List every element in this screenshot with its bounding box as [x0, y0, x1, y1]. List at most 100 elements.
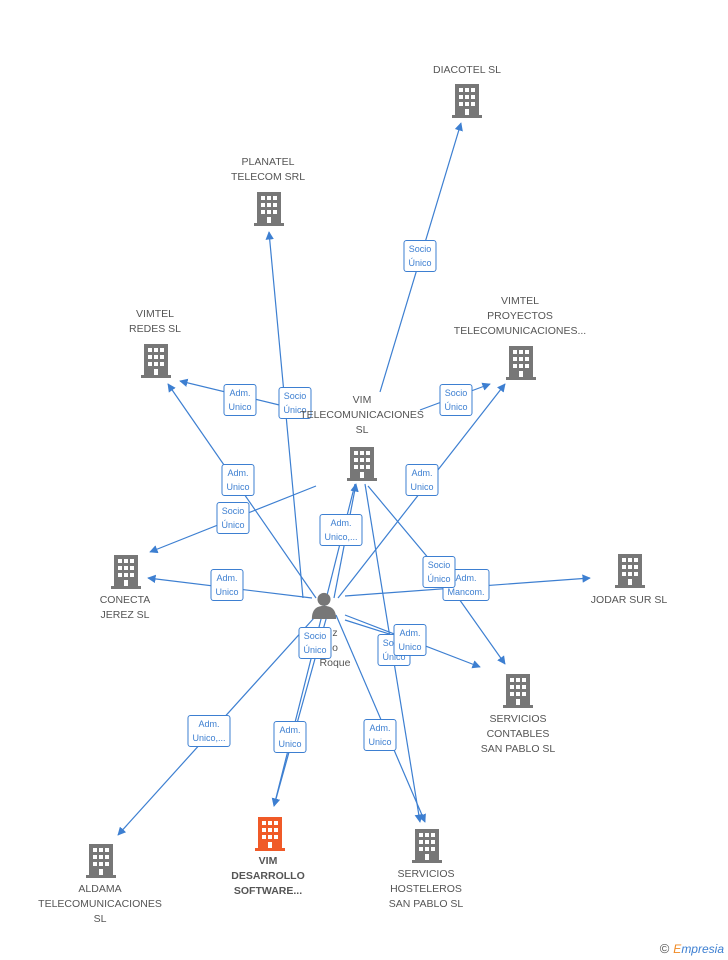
node-label-line: SAN PABLO SL: [480, 743, 556, 755]
node-label-line: VIMTEL: [136, 308, 174, 320]
relation-edge: [335, 614, 426, 823]
node-label-vimtel-proyectos[interactable]: VIMTEL PROYECTOS TELECOMUNICACIONES...: [454, 294, 586, 339]
relation-label[interactable]: Adm. Unico: [273, 721, 307, 753]
node-label-line: JODAR SUR SL: [590, 594, 668, 606]
relation-label[interactable]: Adm. Unico: [363, 719, 397, 751]
relation-label-line: Adm.: [216, 573, 238, 583]
node-label-vimtel-redes[interactable]: VIMTEL REDES SL: [129, 307, 181, 337]
relation-label-line: Adm.: [227, 468, 249, 478]
node-label-line: DESARROLLO: [231, 870, 305, 882]
building-icon[interactable]: [111, 555, 141, 589]
relation-label-line: Único: [283, 405, 307, 415]
building-icon[interactable]: [255, 817, 285, 851]
relation-label-line: Mancom.: [447, 587, 485, 597]
relation-label-line: Único: [427, 574, 451, 584]
node-label-line: VIMTEL: [501, 295, 539, 307]
node-label-line: VIM: [258, 855, 278, 867]
relation-label[interactable]: Adm. Unico: [223, 384, 257, 416]
relation-label-line: Adm.: [411, 468, 433, 478]
relation-label-line: Socio: [283, 391, 307, 401]
node-label-line: CONTABLES: [486, 728, 550, 740]
empresia-logo[interactable]: ©Empresia: [659, 941, 724, 956]
node-label-servicios-contables[interactable]: SERVICIOS CONTABLES SAN PABLO SL: [481, 712, 556, 757]
relation-label-line: Único: [303, 645, 327, 655]
relation-label-line: Unico: [368, 737, 392, 747]
node-label-servicios-hosteleros[interactable]: SERVICIOS HOSTELEROS SAN PABLO SL: [389, 867, 464, 912]
relation-label-line: Adm.: [279, 725, 301, 735]
node-label-vim-desarrollo[interactable]: VIM DESARROLLO SOFTWARE...: [231, 854, 305, 899]
node-label-line: z: [332, 627, 338, 639]
relation-label-line: Adm.: [399, 628, 421, 638]
node-label-line: REDES SL: [129, 323, 181, 335]
building-icon[interactable]: [506, 346, 536, 380]
building-icon[interactable]: [412, 829, 442, 863]
node-label-line: ALDAMA: [78, 883, 122, 895]
relation-label-line: Unico: [410, 482, 434, 492]
node-label-line: o: [332, 642, 338, 654]
relation-label-line: Adm.: [198, 719, 220, 729]
building-icon[interactable]: [254, 192, 284, 226]
node-label-line: SERVICIOS: [489, 713, 547, 725]
node-label-conecta-jerez[interactable]: CONECTA JEREZ SL: [100, 593, 151, 623]
relation-label-line: Unico: [215, 587, 239, 597]
node-label-line: SL: [355, 424, 369, 436]
relation-label-line: Unico: [278, 739, 302, 749]
node-label-line: SAN PABLO SL: [388, 898, 464, 910]
relation-label-line: Unico,...: [324, 532, 358, 542]
relation-label-line: Socio: [303, 631, 327, 641]
node-label-line: SERVICIOS: [397, 868, 455, 880]
relation-label[interactable]: Adm. Unico: [405, 464, 439, 496]
relation-label-line: Adm.: [330, 518, 352, 528]
node-label-line: PROYECTOS: [487, 310, 553, 322]
building-icon[interactable]: [86, 844, 116, 878]
node-label-diacotel[interactable]: DIACOTEL SL: [433, 63, 501, 78]
node-label-line: TELECOM SRL: [230, 171, 306, 183]
relation-label[interactable]: Adm. Unico: [210, 569, 244, 601]
relation-label[interactable]: Adm. Unico,...: [187, 715, 231, 747]
node-label-line: SL: [93, 913, 107, 925]
building-icon[interactable]: [452, 84, 482, 118]
node-label-line: PLANATEL: [241, 156, 295, 168]
node-label-line: JEREZ SL: [100, 609, 150, 621]
node-label-aldama[interactable]: ALDAMA TELECOMUNICACIONES SL: [38, 882, 162, 927]
node-label-line: HOSTELEROS: [390, 883, 462, 895]
relation-label-line: Socio: [444, 388, 468, 398]
node-label-line: DIACOTEL SL: [433, 64, 501, 76]
node-label-line: TELECOMUNICACIONES: [38, 898, 162, 910]
relation-label-line: Unico: [398, 642, 422, 652]
relation-label-line: Adm.: [369, 723, 391, 733]
relation-label-line: Adm.: [229, 388, 251, 398]
relation-label[interactable]: Adm. Unico: [393, 624, 427, 656]
node-label-line: TELECOMUNICACIONES...: [453, 325, 587, 337]
relation-label-line: Unico: [228, 402, 252, 412]
node-label-line: VIM: [352, 394, 372, 406]
node-label-vim-telecom[interactable]: VIM TELECOMUNICACIONES SL: [300, 393, 424, 438]
relation-label-line: Único: [382, 652, 406, 662]
relation-label[interactable]: Adm.Unico: [221, 464, 255, 496]
relation-label-line: Socio: [221, 506, 245, 516]
building-icon[interactable]: [503, 674, 533, 708]
node-label-jodar-sur[interactable]: JODAR SUR SL: [591, 593, 667, 608]
relation-label-line: Único: [444, 402, 468, 412]
relation-label-line: Socio: [427, 560, 451, 570]
building-icon[interactable]: [347, 447, 377, 481]
relation-label-line: Unico,...: [192, 733, 226, 743]
building-icon[interactable]: [141, 344, 171, 378]
node-label-line: SOFTWARE...: [233, 885, 303, 897]
node-label-line: CONECTA: [99, 594, 151, 606]
relation-label[interactable]: Adm. Unico,...: [319, 514, 363, 546]
node-label-planatel[interactable]: PLANATEL TELECOM SRL: [231, 155, 305, 185]
relation-label-line: Único: [408, 258, 432, 268]
building-icon[interactable]: [615, 554, 645, 588]
relation-label-line: Único: [221, 520, 245, 530]
node-label-line: TELECOMUNICACIONES: [300, 409, 424, 421]
